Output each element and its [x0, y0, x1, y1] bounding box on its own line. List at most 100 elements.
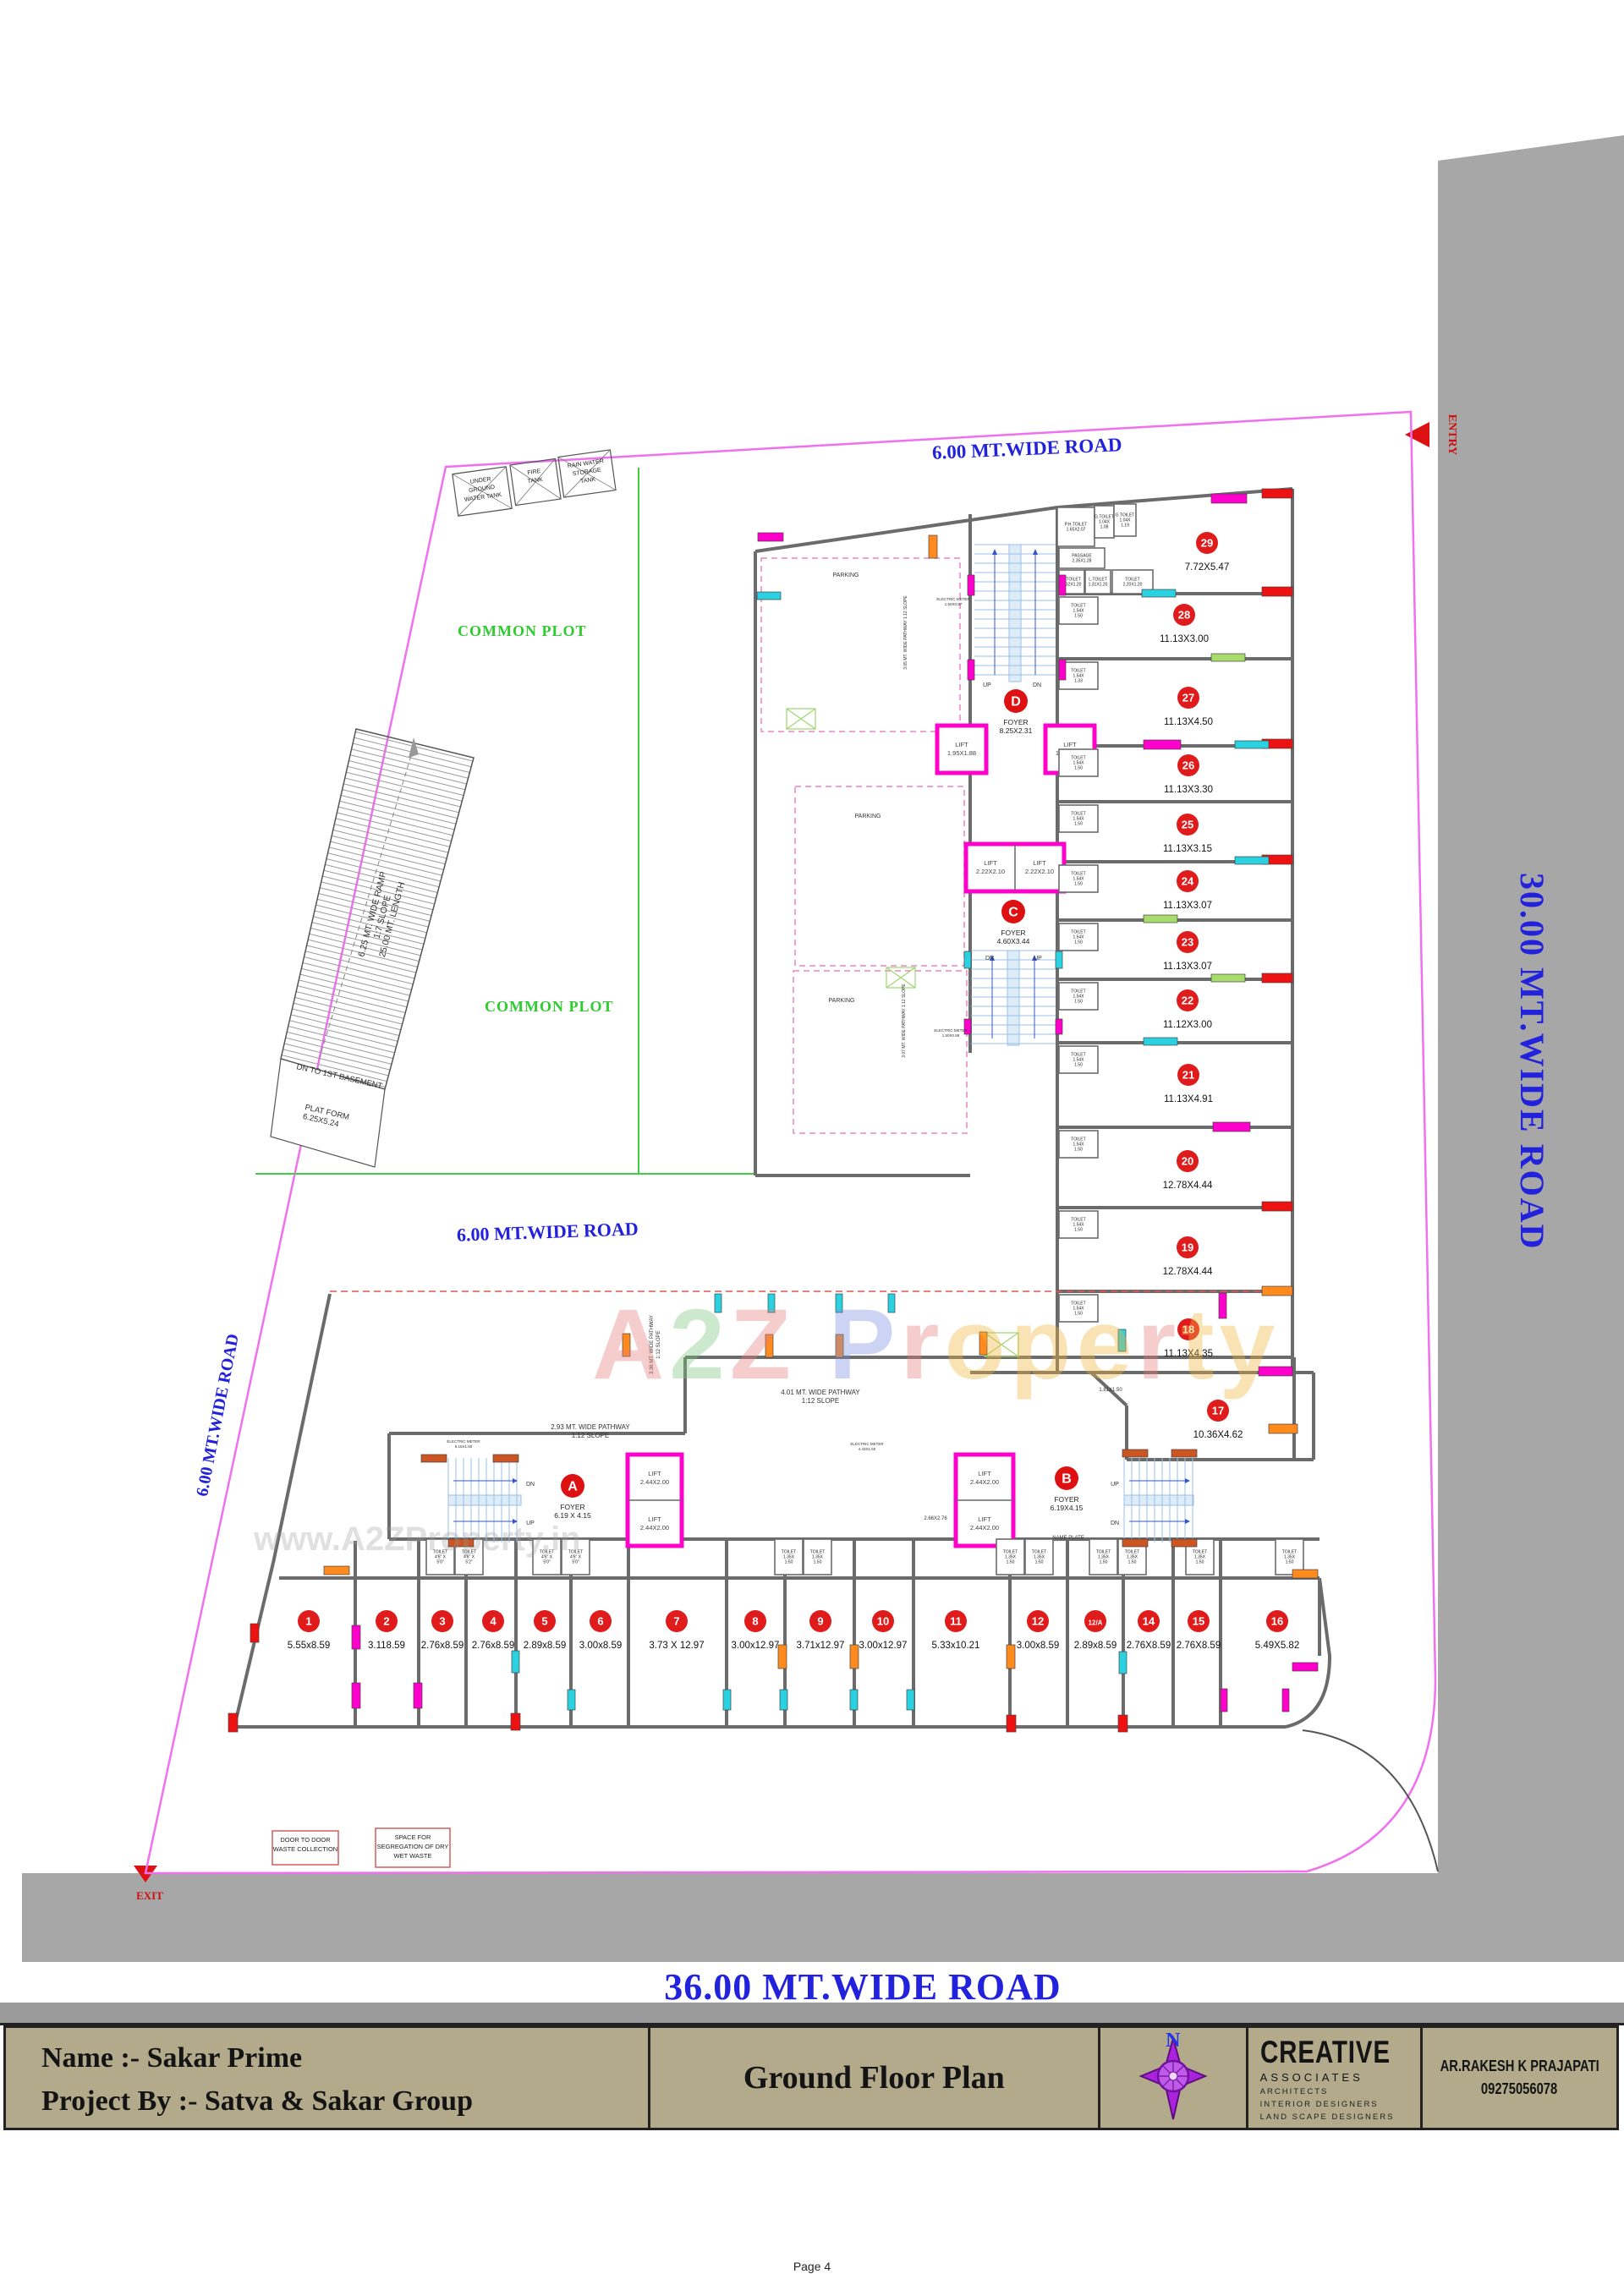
- door-marker: [1171, 1449, 1198, 1458]
- door-marker: [420, 1454, 447, 1463]
- unit-3: 32.76x8.59: [421, 1610, 464, 1651]
- svg-text:TANK: TANK: [580, 477, 596, 485]
- door-marker: [779, 1689, 788, 1711]
- svg-text:11.12X3.00: 11.12X3.00: [1163, 1020, 1212, 1030]
- unit-2: 23.118.59: [368, 1610, 405, 1651]
- svg-text:4.60X3.44: 4.60X3.44: [997, 937, 1030, 945]
- plan-annotation: 1.50X0.88: [942, 1033, 960, 1038]
- door-marker: [1122, 1538, 1149, 1548]
- svg-text:2: 2: [383, 1615, 389, 1628]
- door-marker: [767, 1293, 776, 1313]
- door-marker: [1143, 739, 1182, 750]
- door-marker: [1117, 1714, 1128, 1733]
- svg-text:A: A: [568, 1480, 578, 1494]
- svg-text:PASSAGE: PASSAGE: [1072, 554, 1092, 559]
- svg-text:B: B: [1062, 1472, 1072, 1487]
- unit-6: 63.00x8.59: [579, 1610, 622, 1651]
- svg-text:3: 3: [439, 1615, 445, 1628]
- plan-annotation: 3.05 MT. WIDE PATHWAY 1:12 SLOPE: [903, 595, 908, 670]
- svg-text:3.73 X 12.97: 3.73 X 12.97: [649, 1641, 704, 1651]
- svg-text:DOOR TO DOOR: DOOR TO DOOR: [280, 1836, 331, 1844]
- plan-annotation: PARKING: [855, 814, 881, 819]
- svg-text:TOILET: TOILET: [810, 1550, 825, 1555]
- door-marker: [1212, 1121, 1251, 1132]
- svg-text:1.50: 1.50: [1074, 614, 1083, 619]
- svg-text:6.19 X 4.15: 6.19 X 4.15: [554, 1511, 591, 1520]
- svg-text:7: 7: [673, 1615, 679, 1628]
- svg-text:3.00x12.97: 3.00x12.97: [859, 1641, 908, 1651]
- plan-annotation: 2.93 MT. WIDE PATHWAY: [551, 1423, 630, 1431]
- svg-text:TOILET: TOILET: [1003, 1550, 1018, 1555]
- door-marker: [511, 1650, 520, 1674]
- svg-text:4: 4: [490, 1615, 497, 1628]
- door-marker: [567, 1689, 576, 1711]
- svg-text:2.44X2.00: 2.44X2.00: [970, 1478, 999, 1486]
- svg-text:TOILET: TOILET: [1071, 812, 1085, 817]
- door-marker: [1218, 1292, 1227, 1319]
- door-marker: [1143, 1037, 1178, 1046]
- north-letter: N: [1166, 2030, 1181, 2052]
- door-marker: [351, 1682, 361, 1709]
- svg-text:1.04X: 1.04X: [1119, 518, 1131, 523]
- title-block: Name :- Sakar Prime Project By :- Satva …: [3, 2025, 1619, 2130]
- svg-text:2.22X2.10: 2.22X2.10: [1025, 868, 1054, 875]
- svg-text:9: 9: [817, 1615, 823, 1628]
- svg-text:1.54X: 1.54X: [1073, 761, 1084, 766]
- door-marker: [967, 574, 975, 596]
- svg-text:1.50: 1.50: [1074, 1148, 1083, 1153]
- title-block-project-panel: Name :- Sakar Prime Project By :- Satva …: [6, 2028, 648, 2128]
- svg-text:1.50: 1.50: [785, 1560, 793, 1565]
- door-marker: [1006, 1714, 1017, 1733]
- svg-text:TOILET: TOILET: [1071, 1137, 1085, 1143]
- svg-text:15: 15: [1193, 1615, 1204, 1628]
- svg-text:1.50: 1.50: [1196, 1560, 1204, 1565]
- svg-text:FOYER: FOYER: [560, 1503, 584, 1511]
- svg-text:TOILET: TOILET: [1193, 1550, 1207, 1555]
- unit-5: 52.89x8.59: [524, 1610, 566, 1651]
- svg-text:1.65X2.07: 1.65X2.07: [1067, 528, 1086, 533]
- svg-text:4'6" X: 4'6" X: [570, 1555, 582, 1560]
- svg-text:FOYER: FOYER: [1054, 1495, 1078, 1504]
- door-marker: [1210, 653, 1246, 662]
- svg-text:17: 17: [1212, 1405, 1224, 1417]
- plan-annotation: ELECTRIC METER: [850, 1442, 884, 1446]
- svg-text:1.50: 1.50: [1074, 766, 1083, 771]
- staircase: [447, 1458, 522, 1543]
- svg-text:7.72X5.47: 7.72X5.47: [1185, 562, 1229, 573]
- unit-9: 93.71x12.97: [797, 1610, 844, 1651]
- svg-text:12.78X4.44: 12.78X4.44: [1163, 1181, 1213, 1191]
- svg-text:2.44X2.00: 2.44X2.00: [640, 1478, 669, 1486]
- svg-text:TOILET: TOILET: [1071, 1301, 1085, 1307]
- unit-14: 142.76X8.59: [1127, 1610, 1171, 1651]
- door-marker: [928, 534, 938, 559]
- svg-text:1.54X: 1.54X: [1073, 1223, 1084, 1228]
- plan-annotation: 4.43X1.50: [859, 1447, 876, 1451]
- plan-annotation: UP: [1111, 1482, 1119, 1488]
- svg-text:L.TOILET: L.TOILET: [1089, 578, 1107, 583]
- svg-text:10.36X4.62: 10.36X4.62: [1193, 1430, 1243, 1440]
- svg-text:11.13X3.00: 11.13X3.00: [1160, 634, 1209, 644]
- svg-text:TOILET: TOILET: [1071, 989, 1085, 995]
- svg-text:LIFT: LIFT: [955, 741, 968, 748]
- svg-text:11.13X3.30: 11.13X3.30: [1164, 785, 1213, 795]
- svg-text:11.13X4.50: 11.13X4.50: [1164, 717, 1213, 727]
- svg-text:4'6" X: 4'6" X: [435, 1555, 447, 1560]
- svg-text:1.50: 1.50: [1074, 1000, 1083, 1005]
- plan-annotation: 1:12 SLOPE: [656, 1330, 661, 1358]
- plan-annotation: 3.07 MT. WIDE PATHWAY 1:12 SLOPE: [902, 984, 907, 1058]
- project-name: Name :- Sakar Prime: [41, 2042, 303, 2074]
